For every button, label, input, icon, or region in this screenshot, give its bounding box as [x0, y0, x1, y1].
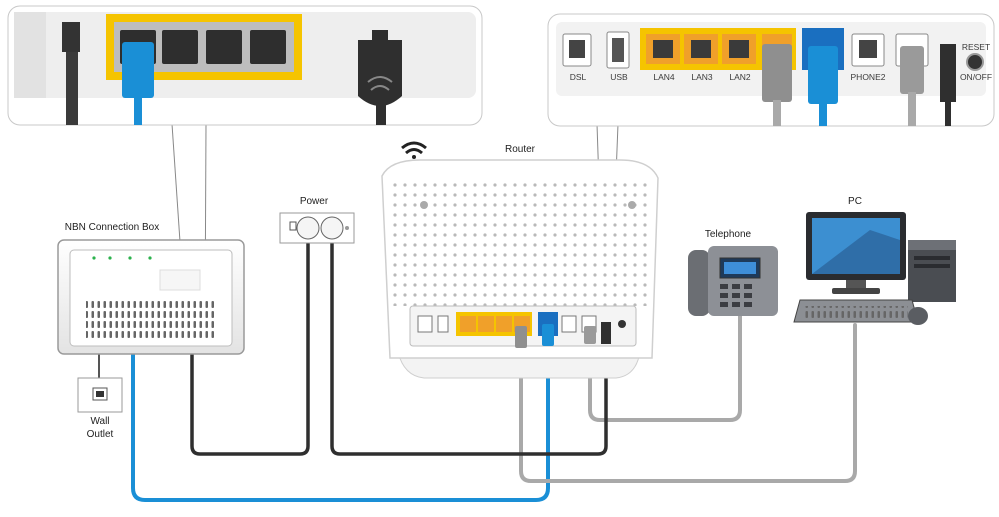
pc-label: PC [848, 196, 862, 207]
grey-ethernet-cable-pc [519, 323, 857, 483]
black-power-cable-router [330, 238, 608, 456]
reset-label: RESET [962, 42, 990, 52]
wall-outlet-label-line2: Outlet [87, 429, 114, 440]
router-speaker-dots [390, 178, 652, 306]
pc-device [793, 212, 956, 325]
nbn-vents [86, 300, 216, 338]
grey-phone-cable [588, 314, 742, 422]
device-labels: NBN Connection Box Power Router Telephon… [65, 144, 862, 440]
wall-outlet [77, 377, 123, 413]
router-port-labels: DSL USB LAN4 LAN3 LAN2 PHONE2 RESET ON/O… [570, 42, 992, 82]
dsl-label: DSL [570, 72, 587, 82]
blue-plug-closeup [122, 42, 154, 98]
wall-outlet-label-line1: Wall [90, 416, 109, 427]
power-plug-closeup [358, 40, 402, 106]
nbn-closeup-callout [7, 5, 483, 126]
phone2-label: PHONE2 [851, 72, 886, 82]
nbn-connection-box [57, 239, 245, 355]
router-device [381, 141, 659, 379]
power-outlet [279, 212, 355, 244]
blue-plug-closeup-router [808, 46, 838, 104]
nbn-box-label: NBN Connection Box [65, 222, 160, 233]
router-closeup-callout [547, 13, 995, 127]
telephone-device [688, 246, 778, 316]
onoff-label: ON/OFF [960, 72, 992, 82]
power-label: Power [300, 196, 329, 207]
telephone-label: Telephone [705, 229, 752, 240]
router-wifi-icon [401, 141, 427, 150]
grey-plug-closeup [762, 44, 792, 102]
lan4-label: LAN4 [653, 72, 675, 82]
usb-label: USB [610, 72, 628, 82]
router-label: Router [505, 144, 536, 155]
blue-ethernet-cable [131, 336, 550, 502]
reset-button-closeup [966, 53, 984, 71]
lan3-label: LAN3 [691, 72, 713, 82]
lan2-label: LAN2 [729, 72, 751, 82]
black-power-cable-nbn [190, 238, 310, 456]
